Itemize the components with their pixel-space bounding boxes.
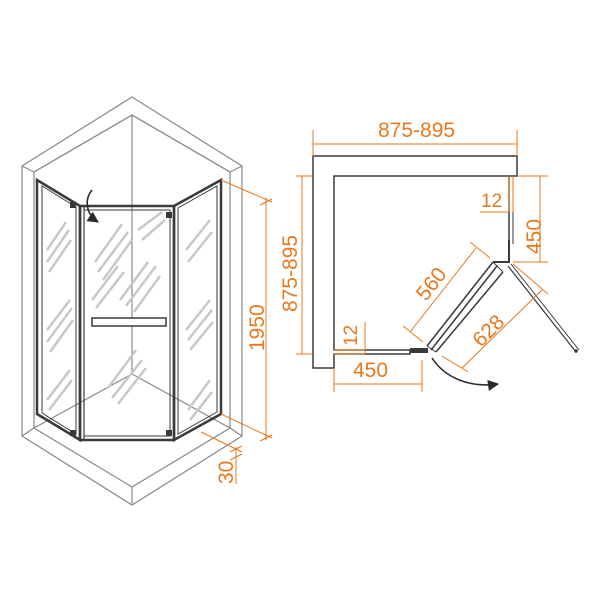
door-handle xyxy=(91,317,167,327)
door-label: 560 xyxy=(412,263,452,305)
width-dimension: 875-895 xyxy=(312,119,518,156)
side-panel-right-dimension: 450 xyxy=(513,175,548,263)
right-offset-dimension: 12 xyxy=(480,176,514,213)
plan-view: 875-895 875-895 12 450 12 450 xyxy=(279,119,580,392)
diagonal-door xyxy=(410,261,580,353)
door-swing-arrow-icon xyxy=(431,357,500,391)
depth-dimension: 875-895 xyxy=(279,175,313,355)
width-label: 875-895 xyxy=(378,119,455,142)
side-panel-right-label: 450 xyxy=(523,219,546,254)
left-side-panel xyxy=(35,177,82,443)
side-panel-bottom-dimension: 450 xyxy=(333,359,423,392)
height-label: 1950 xyxy=(246,304,269,351)
diagonal-dimension: 628 xyxy=(441,263,549,373)
depth-label: 875-895 xyxy=(279,235,302,312)
glass-reflections xyxy=(45,211,214,421)
left-offset-dimension: 12 xyxy=(334,322,366,355)
base-label: 30 xyxy=(215,461,238,484)
curved-arrow-icon xyxy=(86,189,99,223)
elevation-view: 1950 30 xyxy=(21,96,273,506)
diagonal-label: 628 xyxy=(468,310,509,351)
height-dimension: 1950 xyxy=(220,179,273,442)
side-panel-bottom-label: 450 xyxy=(353,359,388,382)
right-offset-label: 12 xyxy=(481,191,502,212)
left-offset-label: 12 xyxy=(341,325,362,346)
base-dimension: 30 xyxy=(200,431,243,484)
glass-enclosure xyxy=(35,177,223,443)
